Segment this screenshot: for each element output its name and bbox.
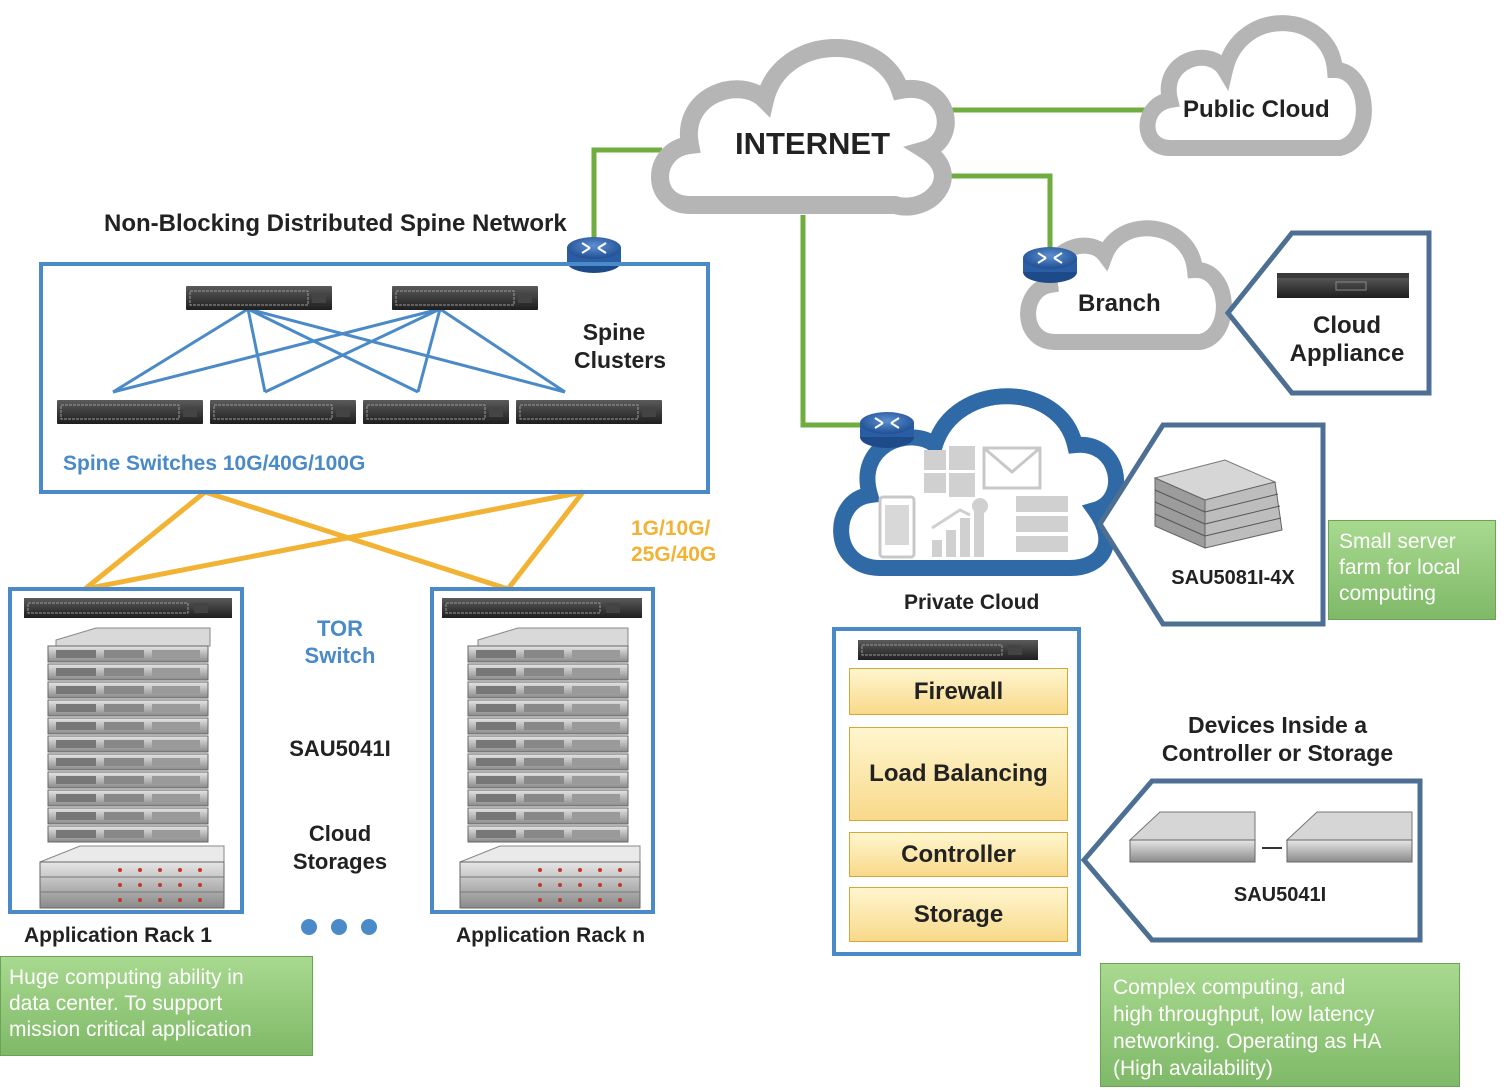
storage-unit [459,845,641,909]
appliance-line-2: Appliance [1289,340,1405,367]
cloud-appliance-label: Cloud Appliance [1282,312,1412,368]
spine-network-title: Non-Blocking Distributed Spine Network [104,210,567,237]
database-icon [1016,496,1068,552]
windows-icon [924,446,975,497]
internet-cloud [651,39,955,216]
devices-title-line-1: Devices Inside a [1188,712,1367,738]
note-line: Complex computing, and [1113,976,1346,999]
spine-switch [185,285,333,311]
note-line: computing [1339,582,1436,605]
storage-layer: Storage [849,887,1068,942]
rack-server-model: SAU5041I [289,736,391,761]
leaf-switch [362,399,510,425]
appliance-line-1: Cloud [1313,312,1381,339]
spine-clusters-line-1: Spine [582,319,646,345]
branch-label: Branch [1078,290,1161,317]
note-line: data center. To support [9,992,223,1015]
internet-label: INTERNET [735,126,890,161]
leaf-switch [56,399,204,425]
complex-computing-note: Complex computing, and high throughput, … [1100,963,1460,1087]
link-speed-label: 1G/10G/ 25G/40G [631,516,716,568]
link-speed-line-2: 25G/40G [631,543,717,566]
tor-switch-label: TOR Switch [290,615,390,669]
more-racks-ellipsis [301,919,377,935]
stack-switch [858,640,1038,660]
tor-line-2: Switch [304,643,376,668]
public-cloud-label: Public Cloud [1183,96,1330,123]
note-line: farm for local [1339,556,1461,579]
huge-computing-note: Huge computing ability in data center. T… [0,956,313,1056]
cloud-storages-label: Cloud Storages [280,820,400,876]
server-farm-model: SAU5081I-4X [1171,567,1295,589]
router-icon [566,236,622,274]
server-stack [459,627,641,909]
phone-icon [878,495,916,559]
spine-clusters-line-2: Clusters [574,347,667,373]
branch-cloud-shape [1020,220,1232,350]
spine-mesh [112,307,566,394]
link-speed-line-1: 1G/10G/ [631,517,711,540]
private-cloud-label: Private Cloud [904,591,1040,614]
tor-switch [24,598,232,618]
note-line: Small server [1339,530,1456,553]
note-line: (High availability) [1113,1057,1273,1080]
note-line: Huge computing ability in [9,966,244,989]
growth-chart-icon [931,498,988,557]
tor-line-1: TOR [316,616,364,641]
spine-switches-label: Spine Switches 10G/40G/100G [63,452,366,475]
note-line: high throughput, low latency [1113,1003,1375,1026]
storages-line-1: Cloud [308,821,372,846]
firewall-layer: Firewall [849,668,1068,715]
public-cloud-shape [1139,15,1372,156]
tor-switch [442,598,642,618]
leaf-switch [209,399,357,425]
spine-network-frame [39,262,710,494]
leaf-switch [515,399,663,425]
load-balancing-layer: Load Balancing [849,727,1068,821]
spine-switch [391,285,539,311]
note-line: networking. Operating as HA [1113,1030,1382,1053]
rack-links [83,489,585,592]
controller-layer: Controller [849,832,1068,877]
mail-icon [982,446,1042,490]
note-line: mission critical application [9,1018,252,1041]
controller-server [1128,811,1256,863]
storages-line-2: Storages [292,849,388,874]
server-farm-device [1153,459,1283,549]
controller-server [1285,811,1413,863]
devices-model: SAU5041I [1233,884,1327,906]
devices-title: Devices Inside a Controller or Storage [1150,711,1405,767]
server-stack [39,627,225,909]
spine-clusters-label: Spine Clusters [574,318,667,374]
router-icon [859,411,915,449]
application-rack-1-label: Application Rack 1 [24,924,212,947]
devices-title-line-2: Controller or Storage [1161,740,1394,766]
application-rack-n-label: Application Rack n [456,924,646,947]
cloud-appliance-device [1277,273,1409,298]
small-farm-note: Small server farm for local computing [1328,520,1496,620]
storage-unit [39,845,225,909]
router-icon [1022,246,1078,284]
